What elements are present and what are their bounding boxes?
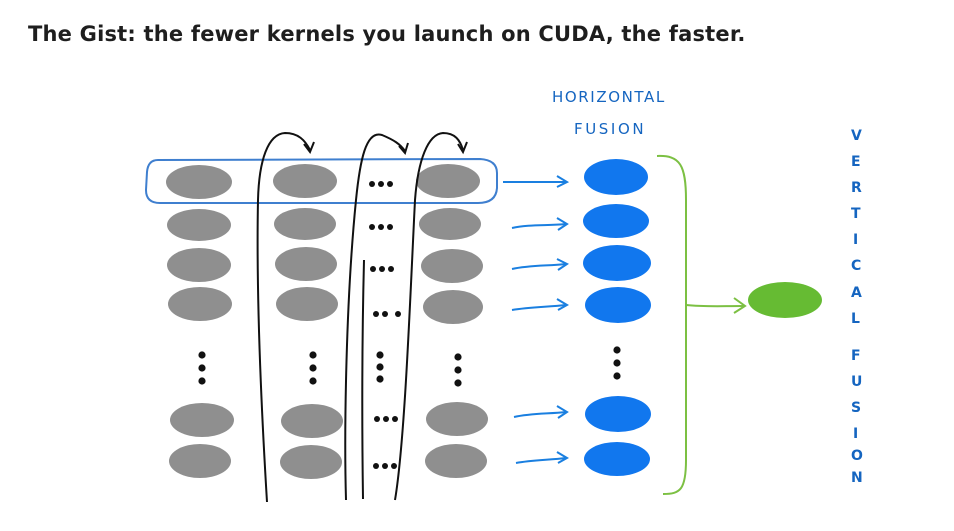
kernel-ellipse [419,208,481,240]
horizontal-fused-column [583,159,651,476]
kernel-ellipse [166,165,232,199]
kernel-ellipse [275,247,337,281]
kernel-ellipse [274,208,336,240]
horizontal-fusion-box [144,157,498,204]
vertical-letter: V [851,128,862,144]
kernel-ellipse [421,249,483,283]
fused-kernel-ellipse [583,204,649,238]
vertical-letter: F [851,348,861,364]
vertical-letter: A [851,285,862,301]
vertical-letter: E [851,154,861,170]
vertical-letter: U [851,374,862,390]
vertical-letter: C [851,258,861,274]
fused-kernel-ellipse [583,245,651,281]
ellipsis-dots-icon [198,346,621,387]
vertical-letter: N [851,470,863,486]
fused-kernel-ellipse [585,287,651,323]
kernel-ellipse [273,164,337,198]
fused-kernel-ellipse [584,159,648,195]
kernel-ellipse [276,287,338,321]
vertical-fusion-bracket [656,154,687,495]
fused-kernel-ellipse [585,396,651,432]
kernel-ellipse [426,402,488,436]
vertical-letter: I [853,232,858,248]
page-title: The Gist: the fewer kernels you launch o… [28,22,746,46]
vertical-fusion-label: V E R T I C A L F U S I O N [851,128,863,486]
arrow-right-icon [685,297,747,314]
kernel-ellipse [168,287,232,321]
kernel-ellipse [280,445,342,479]
ellipsis-dots-icon [369,181,401,469]
kernel-ellipse [167,209,231,241]
vertical-letter: L [851,311,860,327]
curved-arrow-icon [256,131,468,503]
fused-kernel-ellipse [584,442,650,476]
kernel-ellipse [281,404,343,438]
vertical-letter: I [853,426,858,442]
kernel-ellipse [425,444,487,478]
kernel-ellipse [169,444,231,478]
horizontal-fusion-label-line1: HORIZONTAL [552,88,666,106]
kernel-column-2 [273,164,343,479]
kernel-ellipse [423,290,483,324]
vertical-letter: R [851,180,862,196]
horizontal-fusion-label-line2: FUSION [574,120,646,138]
vertical-letter: O [851,448,863,464]
vertical-letter: T [851,206,861,222]
kernel-ellipse [167,248,231,282]
vertical-fused-kernel [748,282,822,318]
kernel-ellipse [416,164,480,198]
kernel-column-1 [166,165,234,478]
arrow-right-icon [503,175,570,464]
kernel-column-4 [416,164,488,478]
vertical-letter: S [851,400,861,416]
kernel-ellipse [170,403,234,437]
